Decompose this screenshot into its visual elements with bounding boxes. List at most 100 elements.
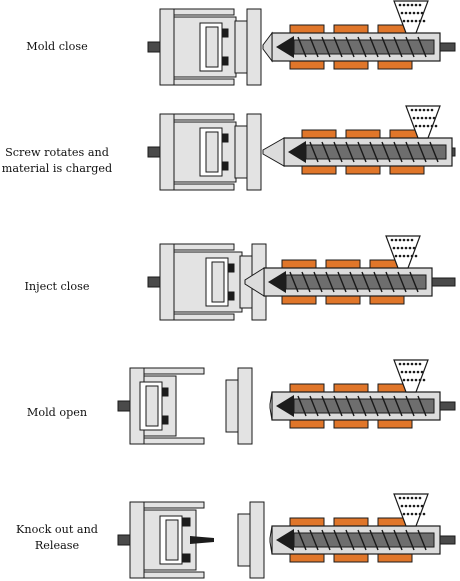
pellet [404,11,408,15]
screw-flight [393,395,403,417]
screw-flight [357,395,367,417]
ejector-pin-bottom [181,553,191,563]
screw-flight [333,141,343,163]
pellet [410,3,414,7]
screw-flight [333,36,343,58]
pellet [428,116,432,120]
pellet [398,238,402,242]
gate-bottom [221,56,229,66]
nozzle [262,137,285,167]
pellet [416,116,420,120]
pellet [406,362,410,366]
pellet [402,254,406,258]
pellet [414,124,418,128]
pellet [394,238,398,242]
screw-flight [357,36,367,58]
screw-flight [393,36,403,58]
pellet [402,238,406,242]
melt-front [276,36,294,58]
pellet [394,254,398,258]
pellet [404,504,408,508]
screw-flight [349,271,359,293]
gate-bottom [221,161,229,171]
pellet [400,504,404,508]
pellet [414,108,418,112]
pellet [434,124,438,128]
pellet [402,362,406,366]
pellet [412,504,416,508]
screw-flight [297,395,307,417]
stage-label-line: Release [34,539,80,552]
heater-band-bottom-2 [333,60,369,70]
screw-flight [417,529,427,551]
screw-flight [309,36,319,58]
screw-flight [381,529,391,551]
pellet [398,362,402,366]
pellet [416,504,420,508]
pellet [412,116,416,120]
rear-platen [159,113,175,191]
heater-band-bottom-1 [301,165,337,175]
screw-flight [301,271,311,293]
screw-flight [417,36,427,58]
fixed-platen [246,113,262,191]
pellet [402,378,406,382]
screw-flight [309,529,319,551]
pellet [398,3,402,7]
drive-shaft [439,401,456,411]
tie-bar-bottom [173,313,235,321]
drive-shaft [431,277,456,287]
screw-flight [345,529,355,551]
stage-label-mold-open: Mold open [0,405,114,421]
screw-flight [381,141,391,163]
stage-label-line: Mold close [26,40,88,53]
stage-label-charge: Screw rotates and material is charged [0,145,114,177]
stage-label-line: material is charged [1,162,113,175]
pellet [422,378,426,382]
heater-band-top-1 [281,259,317,269]
tie-bar-bottom [143,571,205,579]
pellet [410,496,414,500]
heater-band-bottom-2 [333,419,369,429]
rear-platen [129,501,145,579]
heater-band-top-1 [289,517,325,527]
melt-front [276,395,294,417]
pellet [414,378,418,382]
pellet [410,108,414,112]
melt-front [288,141,306,163]
pellet [410,512,414,516]
screw-flight [405,141,415,163]
screw-flight [397,271,407,293]
hopper [393,0,429,34]
pellet [422,19,426,23]
screw-flight [361,271,371,293]
nozzle [269,391,273,421]
screw-flight [369,395,379,417]
mold-core [205,26,219,68]
screw-flight [333,395,343,417]
pellet [418,108,422,112]
pellet [410,19,414,23]
screw-flight [369,141,379,163]
heater-band-bottom-3 [377,60,413,70]
screw-flight [321,141,331,163]
pellet [410,238,414,242]
stage-label-line: Screw rotates and [5,146,109,159]
pellet [424,116,428,120]
tie-bar-top [143,501,205,509]
heater-band-bottom-1 [281,295,317,305]
heater-band-bottom-3 [389,165,425,175]
fixed-mold-half [234,125,248,179]
screw-flight [405,529,415,551]
pellet [414,19,418,23]
screw-flight [321,36,331,58]
pellet [418,512,422,516]
tie-bar-bottom [173,78,235,86]
stage-label-mold-close: Mold close [0,39,114,55]
screw-flight [345,36,355,58]
hopper [393,493,429,527]
heater-band-top-1 [289,24,325,34]
drive-shaft [439,42,456,52]
pellet [418,362,422,366]
